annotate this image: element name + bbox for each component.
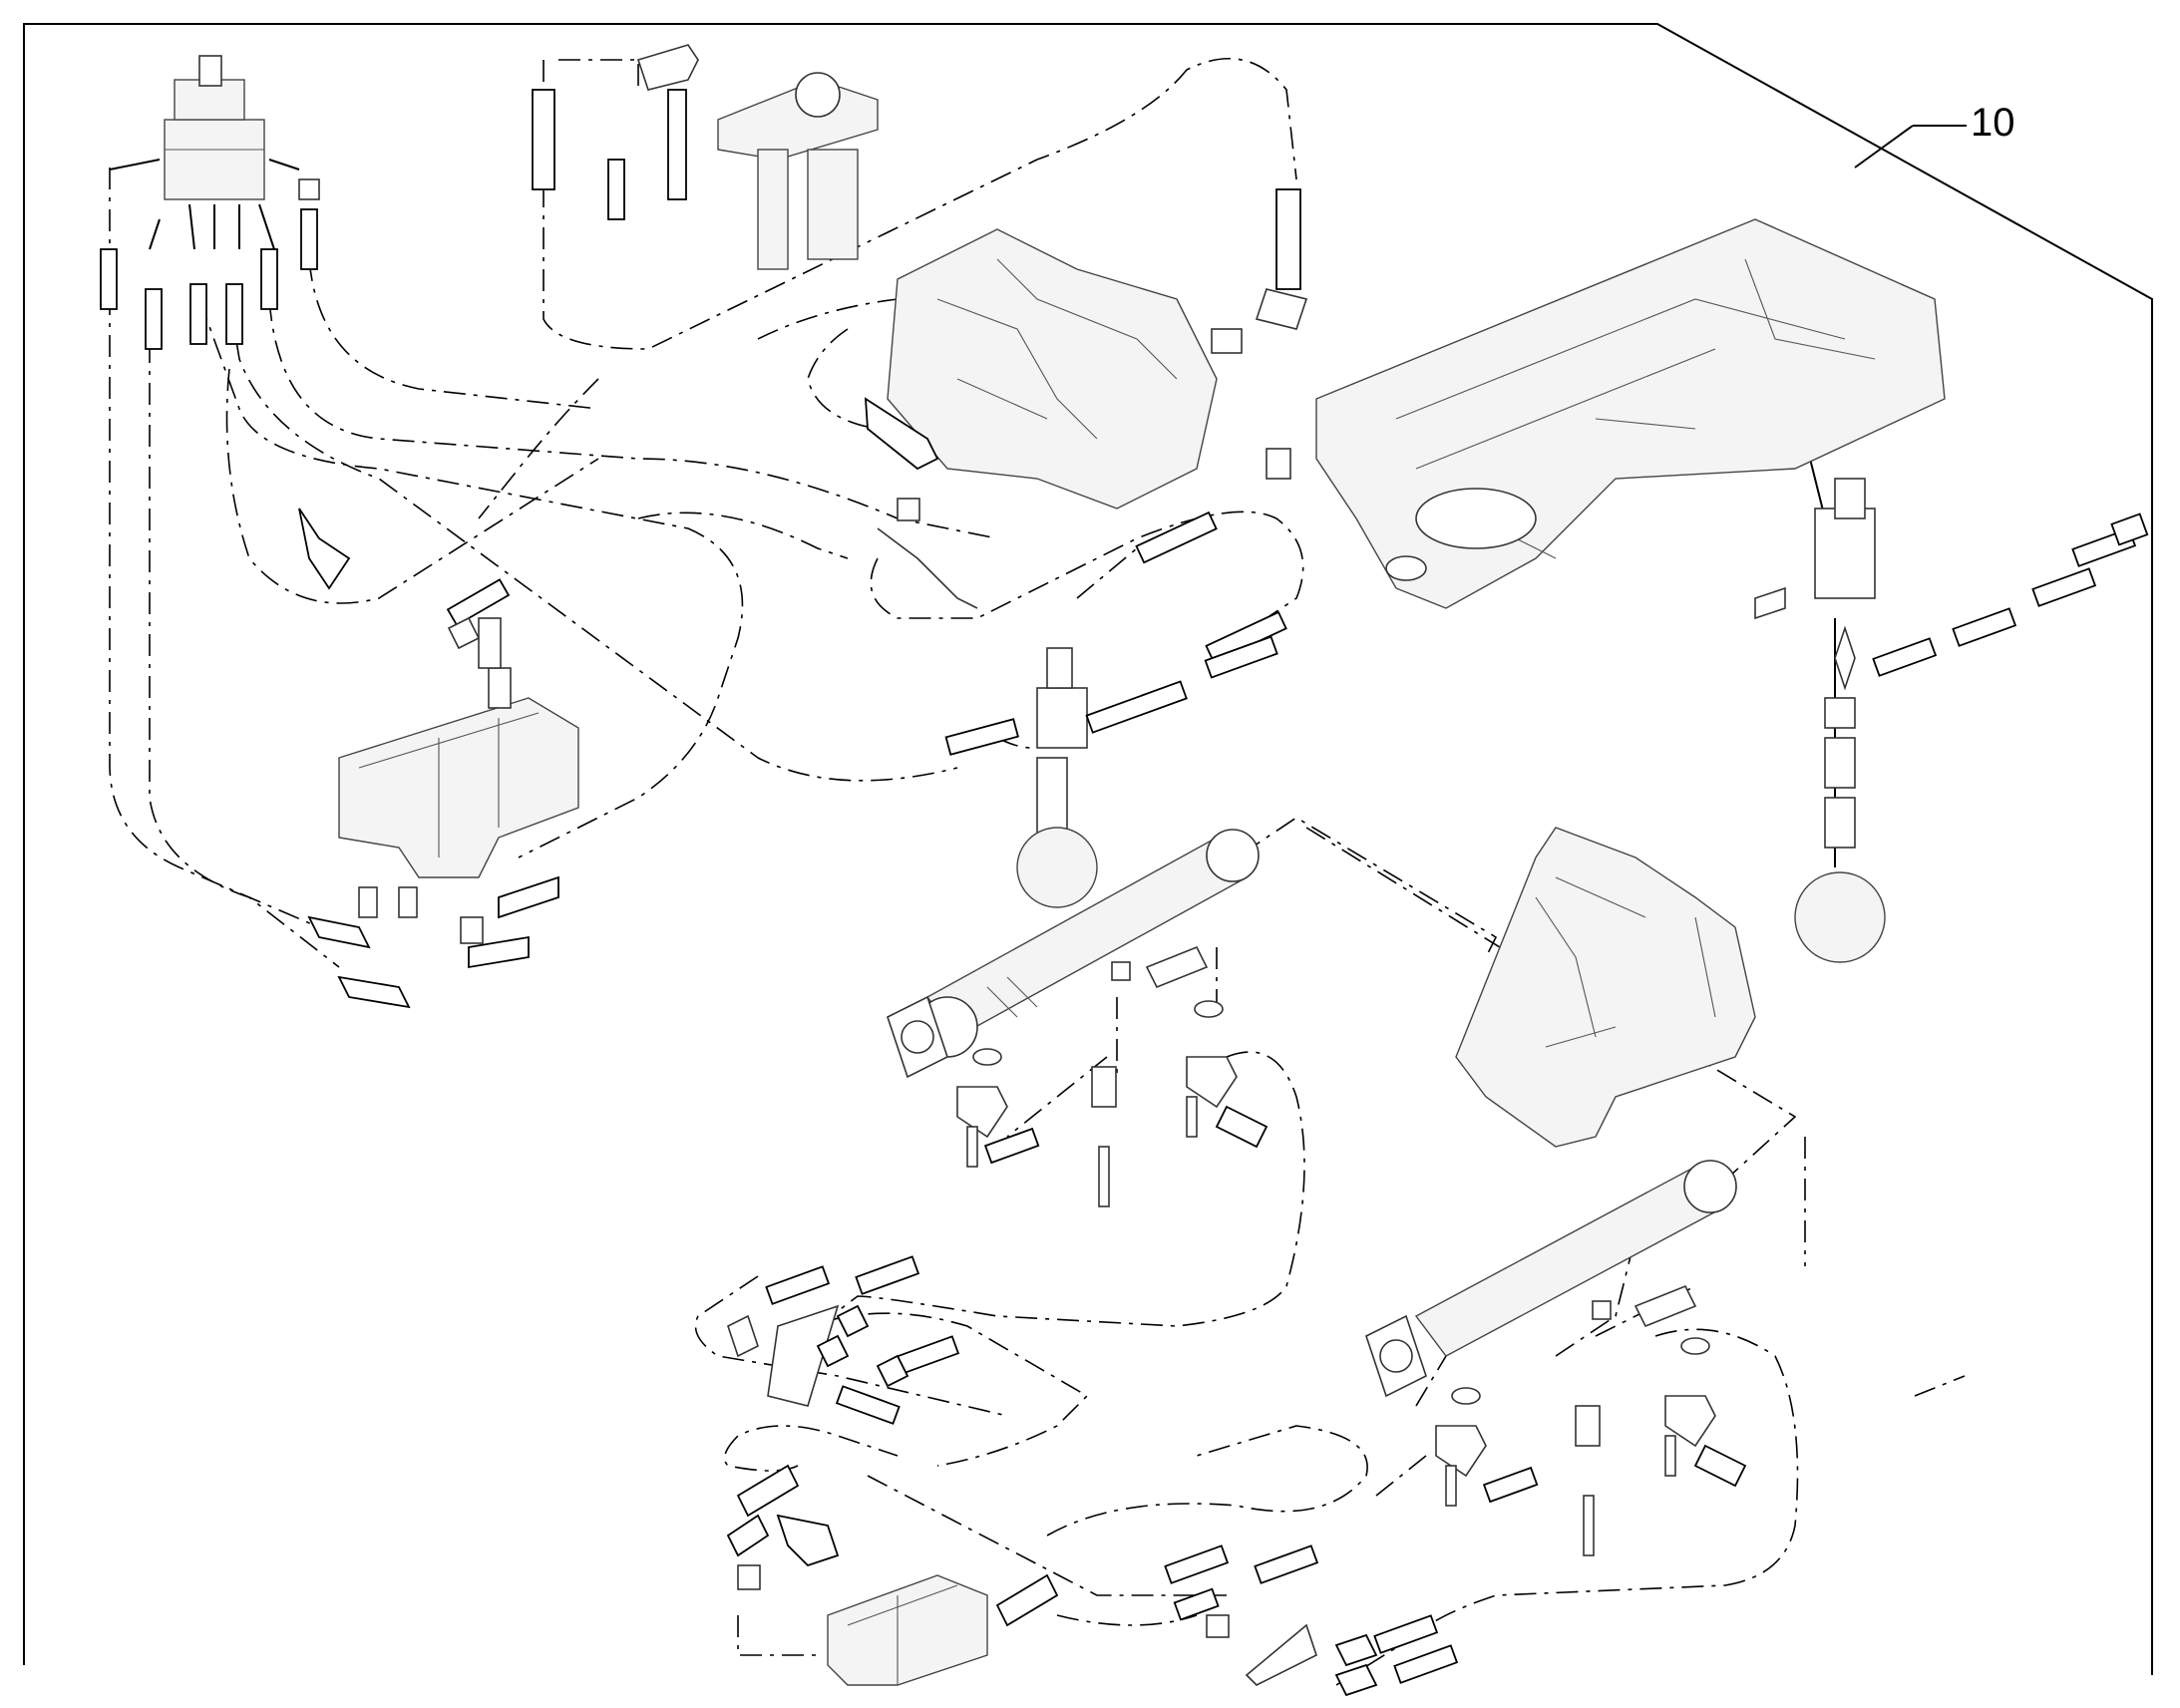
lower-right-manifold-and-hoses [1164,1544,1459,1697]
hydraulic-tank-filter [532,44,879,270]
center-accumulator-block [944,635,1278,908]
upper-lift-cylinder [887,829,1269,1207]
hydraulic-pump [109,55,300,250]
pump-hose-fittings [100,178,320,350]
frame-border [23,23,2153,1675]
transmission-assembly [887,188,1308,510]
rear-chassis-frame [1315,218,1946,609]
lower-manifold-and-hoses [727,1255,960,1425]
control-valve-hoses [298,508,559,1009]
transmission-hoses [864,397,1291,664]
lower-lift-cylinder [1365,1160,1747,1556]
main-control-valve [338,578,579,878]
callout-label: 10 [1971,101,2015,145]
auxiliary-control-valve [726,1464,1059,1686]
loader-tower [1455,827,1756,1148]
callout-10: 10 [1854,101,2015,169]
accumulator-valve-block [1754,478,2149,963]
